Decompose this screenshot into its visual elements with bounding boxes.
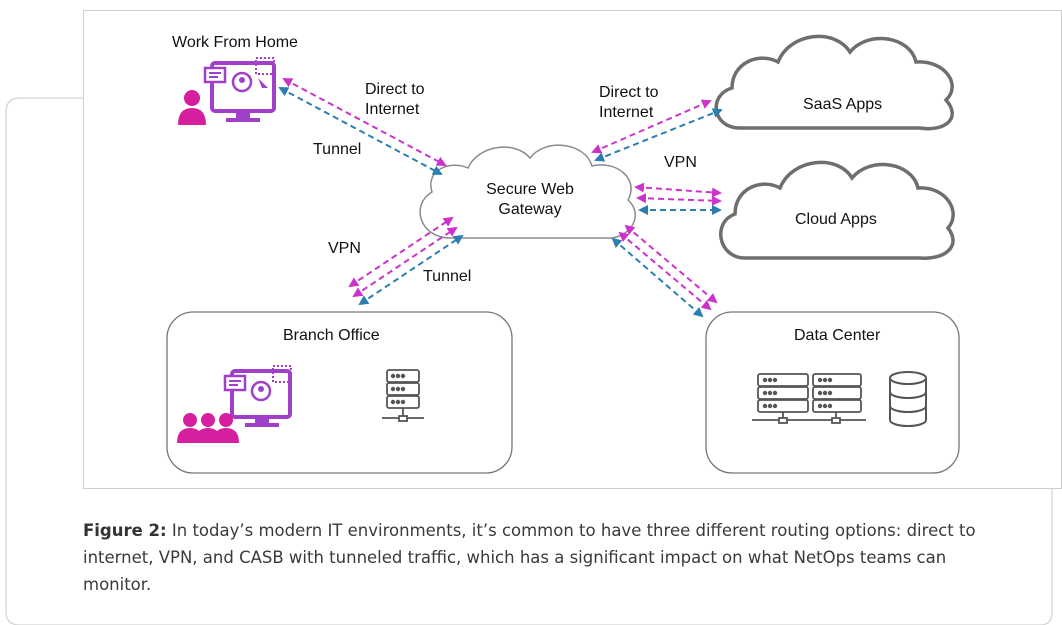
- branch-vpn-label: VPN: [328, 240, 361, 257]
- datacenter-links: [611, 224, 718, 318]
- saas-links: [591, 99, 723, 162]
- branch-tunnel-label: Tunnel: [423, 268, 472, 285]
- cloud-apps-cloud: [719, 160, 955, 260]
- branch-links: [348, 216, 464, 306]
- saas-apps-cloud: [714, 34, 954, 131]
- datacenter-servers-icon: [752, 373, 866, 424]
- database-icon: [889, 371, 927, 427]
- saas-apps-label: SaaS Apps: [803, 96, 883, 113]
- wfh-direct-label: Direct to Internet: [365, 81, 425, 118]
- remote-worker-icon: [178, 57, 276, 125]
- cloud-apps-label: Cloud Apps: [795, 211, 877, 228]
- secure-web-gateway-cloud: [419, 144, 636, 239]
- figure-caption: Figure 2: In today’s modern IT environme…: [83, 517, 983, 598]
- data-center-box: [705, 311, 960, 474]
- wfh-links: [278, 78, 447, 175]
- branch-server-icon: [382, 369, 424, 422]
- branch-office-label: Branch Office: [283, 327, 380, 344]
- saas-direct-label: Direct to Internet: [599, 84, 659, 121]
- cloud-vpn-label: VPN: [664, 154, 697, 171]
- branch-office-box: [166, 311, 513, 474]
- caption-text: In today’s modern IT environments, it’s …: [83, 521, 976, 594]
- wfh-tunnel-label: Tunnel: [313, 141, 362, 158]
- caption-label: Figure 2:: [83, 521, 167, 540]
- cloud-links: [634, 182, 722, 215]
- work-from-home-label: Work From Home: [172, 34, 298, 51]
- data-center-label: Data Center: [794, 327, 881, 344]
- branch-users-icon: [177, 365, 292, 443]
- secure-web-gateway-label: Secure Web Gateway: [486, 181, 574, 218]
